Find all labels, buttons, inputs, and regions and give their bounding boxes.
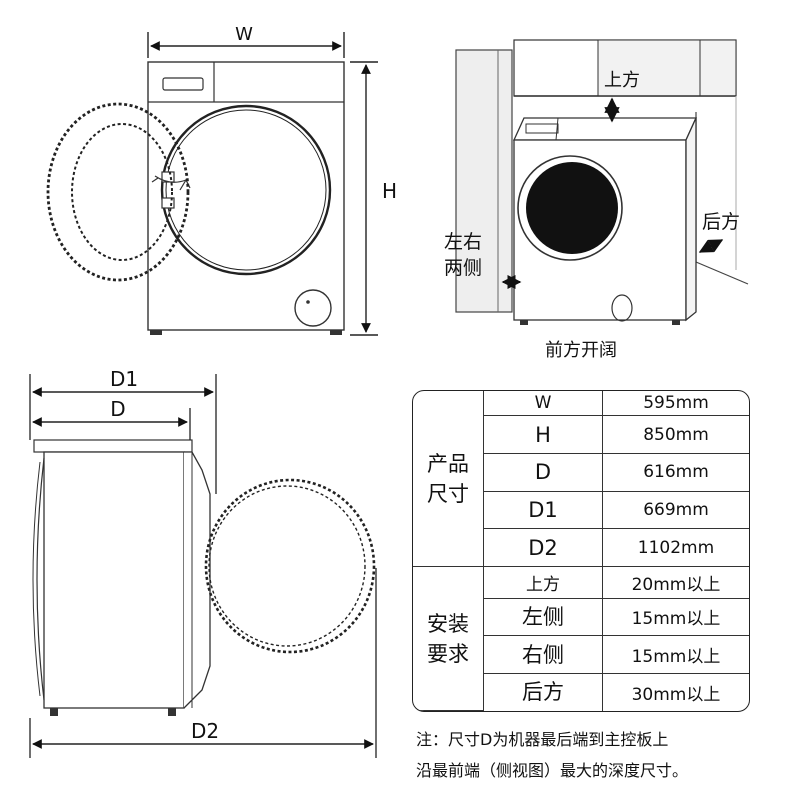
spec-key: D2	[483, 528, 603, 568]
back-label: 后方	[702, 211, 740, 233]
front-door-porthole	[160, 104, 332, 276]
open-door-swing	[46, 102, 190, 282]
spec-value: 15mm以上	[602, 597, 749, 637]
filter-cap	[294, 289, 332, 327]
spec-key: W	[483, 391, 603, 417]
front-view: W H	[46, 24, 397, 336]
spec-key: D1	[483, 490, 603, 530]
spec-key: 上方	[483, 566, 603, 599]
width-label: W	[235, 24, 253, 45]
side-door-swing	[204, 478, 376, 654]
front-clearance-label: 前方开阔	[545, 340, 617, 361]
table-row: H 850mm	[413, 415, 749, 455]
spec-key: 左侧	[483, 597, 603, 637]
spec-table: 产品 尺寸 W 595mm H 850mm D 616mm D1 669mm D…	[412, 390, 750, 712]
cabinet-above	[513, 39, 737, 97]
front-machine-body	[147, 61, 345, 335]
spec-value: 15mm以上	[602, 635, 749, 674]
install-requirement-group: 安装 要求	[413, 566, 484, 711]
d2-dimension: D2	[29, 568, 377, 758]
spec-value: 616mm	[602, 453, 749, 492]
side-view: D1 D D2	[29, 367, 377, 758]
height-dimension: H	[350, 61, 397, 336]
table-row: 产品 尺寸 W 595mm	[413, 391, 749, 568]
back-wall-floor	[695, 96, 749, 285]
install-machine	[512, 117, 698, 325]
sides-label-line1: 左右	[444, 231, 482, 253]
top-label: 上方	[604, 70, 640, 91]
table-row: D1 669mm	[413, 490, 749, 530]
spec-value: 20mm以上	[602, 566, 749, 599]
back-clearance-arrow: 后方	[698, 211, 740, 253]
sides-clearance-arrow: 左右 两侧	[444, 231, 522, 289]
spec-key: D	[483, 453, 603, 492]
height-label: H	[382, 179, 397, 203]
product-size-group: 产品 尺寸	[413, 391, 484, 568]
side-wall	[455, 49, 513, 313]
top-clearance-arrow: 上方	[604, 70, 640, 123]
table-row: 安装 要求 上方 20mm以上	[413, 566, 749, 711]
footnote-line2: 沿最前端（侧视图）最大的深度尺寸。	[416, 761, 689, 780]
spec-key: 右侧	[483, 635, 603, 674]
d-dimension: D	[32, 397, 191, 440]
table-row: 左侧 15mm以上	[413, 597, 749, 637]
footnote-line1: 注：尺寸D为机器最后端到主控板上	[416, 730, 669, 749]
spec-value: 30mm以上	[602, 672, 749, 711]
table-row: 右侧 15mm以上	[413, 635, 749, 674]
product-group-line2: 尺寸	[427, 481, 469, 506]
spec-value: 669mm	[602, 490, 749, 530]
install-group-line1: 安装	[427, 611, 469, 636]
table-row: D2 1102mm	[413, 528, 749, 568]
footnote: 注：尺寸D为机器最后端到主控板上 沿最前端（侧视图）最大的深度尺寸。	[416, 724, 756, 786]
spec-key: H	[483, 415, 603, 455]
d1-label: D1	[110, 367, 138, 391]
sides-label-line2: 两侧	[444, 257, 482, 279]
d2-label: D2	[191, 719, 219, 743]
side-machine-body	[32, 439, 211, 716]
spec-value: 850mm	[602, 415, 749, 455]
d1-dimension: D1	[29, 367, 217, 494]
spec-table-grid: 产品 尺寸 W 595mm H 850mm D 616mm D1 669mm D…	[413, 391, 749, 711]
hinge	[151, 171, 191, 209]
install-group-line2: 要求	[427, 641, 469, 666]
spec-value: 1102mm	[602, 528, 749, 568]
spec-value: 595mm	[602, 391, 749, 417]
width-dimension: W	[147, 24, 345, 58]
install-view: 上方 后方 左右 两侧 前方开阔	[444, 39, 749, 361]
spec-key: 后方	[483, 672, 603, 711]
product-group-line1: 产品	[427, 451, 469, 476]
table-row: 后方 30mm以上	[413, 672, 749, 711]
d-label: D	[110, 397, 125, 421]
